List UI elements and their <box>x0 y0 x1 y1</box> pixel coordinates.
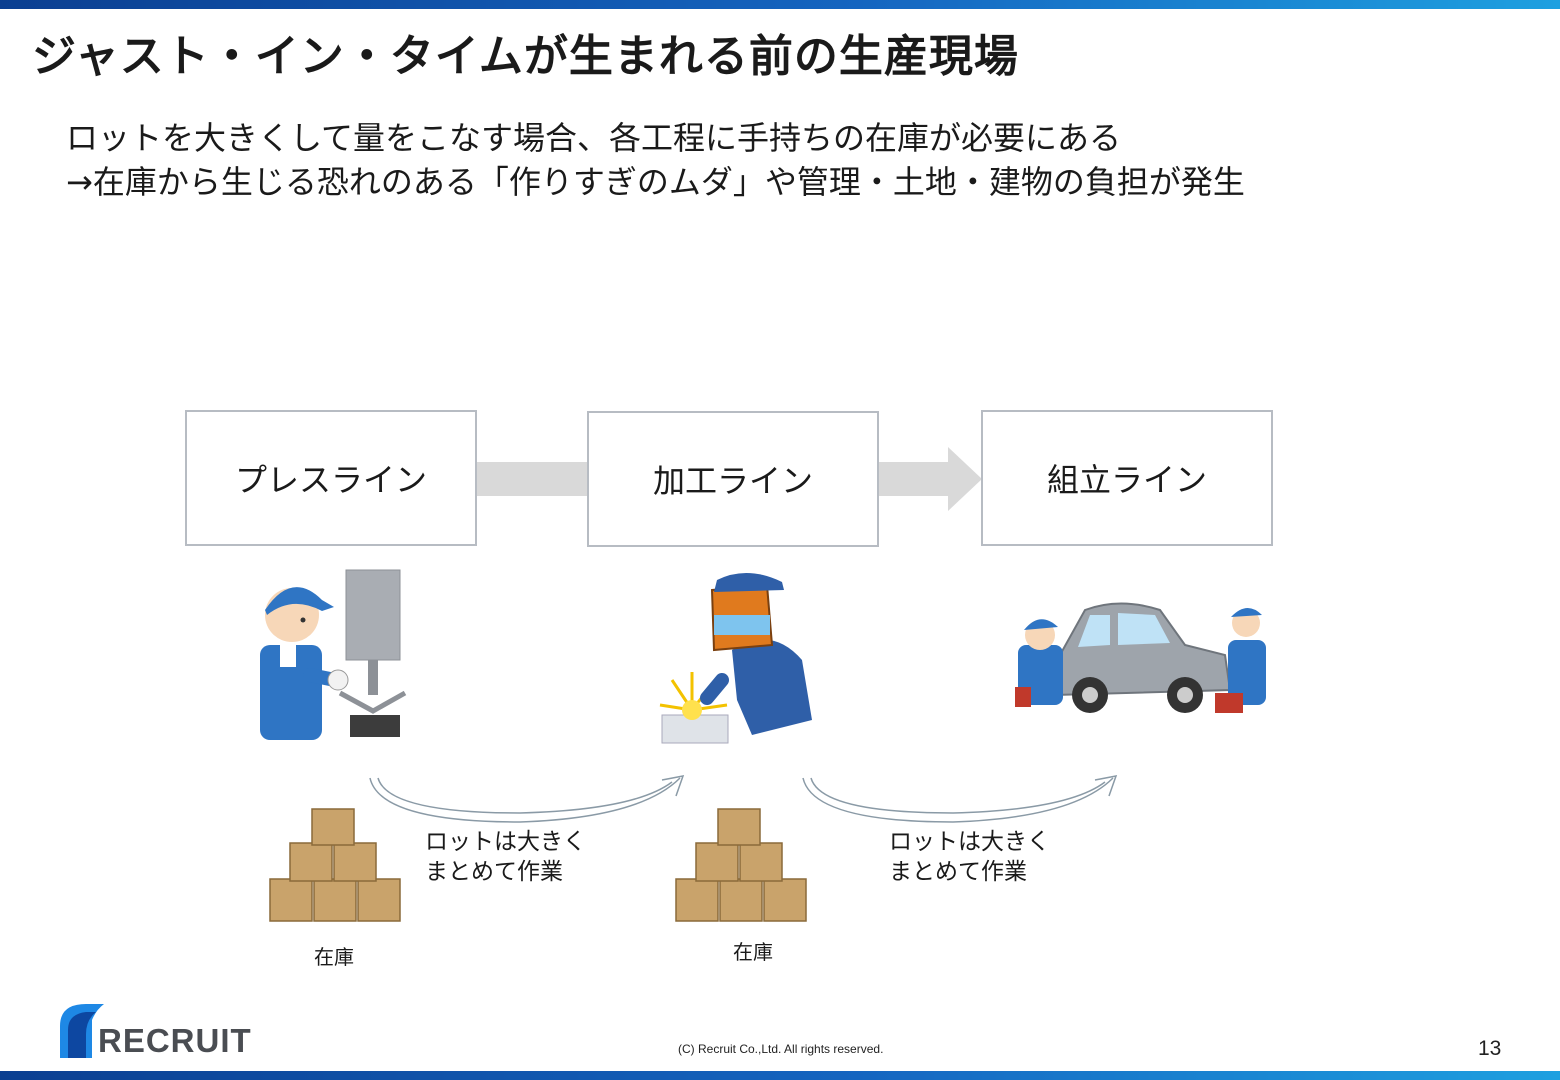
copyright-notice: (C) Recruit Co.,Ltd. All rights reserved… <box>678 1042 884 1056</box>
inventory-label-2: 在庫 <box>733 940 773 964</box>
slide-title: ジャスト・イン・タイムが生まれる前の生産現場 <box>32 31 1019 82</box>
recruit-logo-text: RECRUIT <box>98 1022 252 1059</box>
assembly-line-box: 組立ライン <box>981 410 1273 546</box>
inventory-label-1: 在庫 <box>314 945 354 969</box>
batch-note-2-line-1: ロットは大きく <box>889 829 1050 855</box>
batch-note-1-line-2: まとめて作業 <box>425 859 563 885</box>
batch-note-1: ロットは大きく まとめて作業 <box>425 827 586 887</box>
arrow-process-to-assembly <box>879 447 982 511</box>
batch-note-2-line-2: まとめて作業 <box>889 859 1027 885</box>
top-accent-bar <box>0 0 1560 9</box>
car-assembly-illustration <box>1015 602 1266 713</box>
bottom-accent-bar <box>0 1071 1560 1080</box>
connector-press-to-process <box>477 462 588 496</box>
description-line-2: →在庫から生じる恐れのある「作りすぎのムダ」や管理・土地・建物の負担が発生 <box>66 163 1245 201</box>
inventory-boxes-2 <box>675 808 807 922</box>
description-line-1: ロットを大きくして量をこなす場合、各工程に手持ちの在庫が必要にある <box>66 119 1122 157</box>
slide-description: ロットを大きくして量をこなす場合、各工程に手持ちの在庫が必要にある →在庫から生… <box>66 116 1245 204</box>
press-line-box: プレスライン <box>185 410 477 546</box>
batch-note-1-line-1: ロットは大きく <box>425 829 586 855</box>
inventory-boxes-1 <box>269 808 401 922</box>
press-line-label: プレスライン <box>234 461 427 499</box>
welder-illustration <box>659 572 812 744</box>
page-number: 13 <box>1478 1037 1502 1060</box>
processing-line-label: 加工ライン <box>652 462 813 500</box>
recruit-logo-icon <box>60 1004 104 1058</box>
batch-arrow-1 <box>369 775 685 823</box>
assembly-line-label: 組立ライン <box>1046 461 1207 499</box>
batch-arrow-2 <box>802 775 1118 823</box>
batch-note-2: ロットは大きく まとめて作業 <box>889 827 1050 887</box>
press-worker-illustration <box>260 569 407 740</box>
processing-line-box: 加工ライン <box>587 411 879 547</box>
